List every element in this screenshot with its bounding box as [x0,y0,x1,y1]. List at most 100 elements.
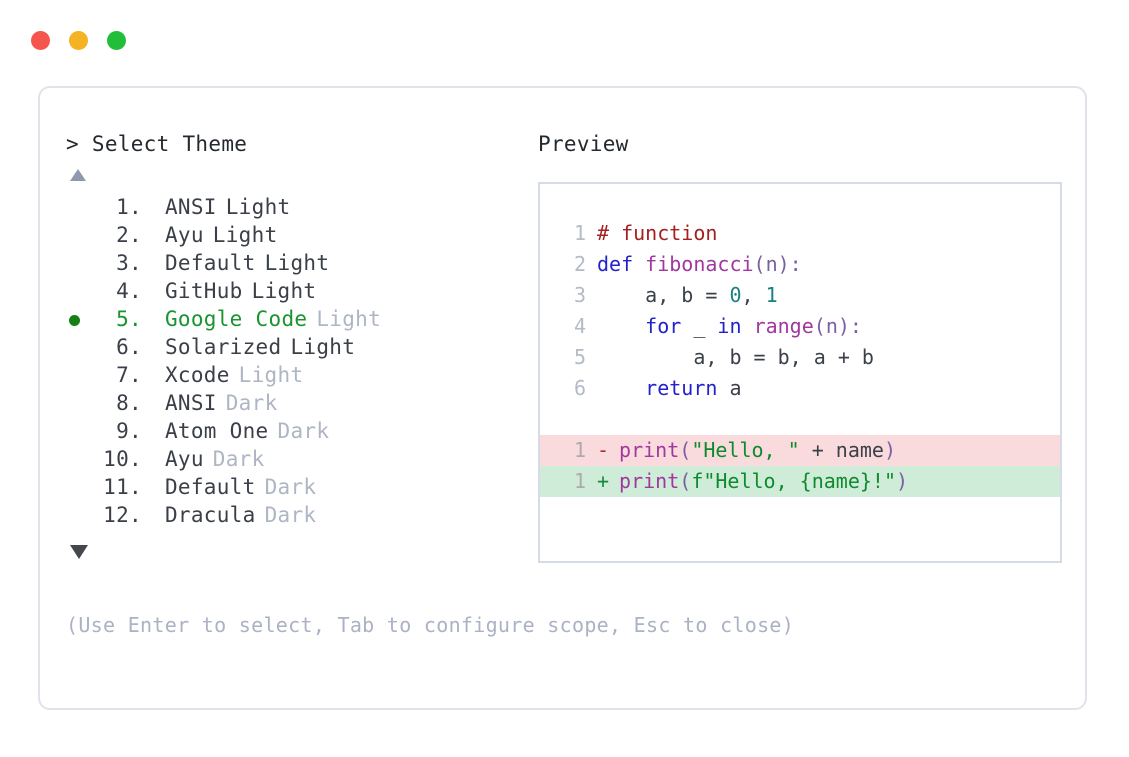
code-line-text: def fibonacci(n): [597,249,1060,280]
index-spacer [142,333,165,361]
code-token: a, b = b, a + b [597,345,874,369]
theme-item-variant: Light [212,223,278,247]
theme-item-variant: Light [225,195,291,219]
minimize-button[interactable] [69,31,88,50]
index-spacer [142,445,165,473]
theme-list-item[interactable]: 7. Xcode Light [66,361,536,389]
theme-item-variant: Light [238,363,304,387]
theme-item-index: 7. [116,363,142,387]
code-token: 1 [765,283,778,307]
selection-bullet-cell [66,419,96,447]
index-spacer [142,417,165,445]
close-button[interactable] [31,31,50,50]
page-title: > Select Theme [66,132,248,156]
code-token: ( [679,438,692,462]
theme-item-name: Xcode [164,363,230,387]
line-number: 3 [573,283,586,307]
code-token [597,376,645,400]
code-token: a [717,376,742,400]
index-spacer [142,249,165,277]
selection-bullet-cell [66,363,96,391]
code-line-text: print("Hello, " + name) [619,435,1060,466]
code-line-text: for _ in range(n): [597,311,1060,342]
code-token: (n): [813,314,862,338]
theme-item-variant: Dark [264,475,317,499]
code-token: def [597,252,646,276]
code-token: print [619,438,680,462]
theme-item-variant: Dark [225,391,278,415]
selection-bullet-cell [66,195,96,223]
theme-item-name: Ayu [164,223,204,247]
code-token: # function [597,221,718,245]
index-spacer [142,361,165,389]
code-line-text: a, b = 0, 1 [597,280,1060,311]
selection-bullet-cell [66,447,96,475]
code-token: (n): [753,252,802,276]
line-number: 2 [573,252,586,276]
theme-item-index: 12. [103,503,142,527]
theme-item-variant: Dark [212,447,265,471]
theme-item-index: 3. [116,251,142,275]
theme-item-variant: Light [290,335,356,359]
code-token [742,314,754,338]
code-token: fibonacci [645,252,754,276]
theme-item-name: Dracula [164,503,256,527]
theme-item-name: Google Code [164,307,308,331]
index-spacer [142,501,165,529]
selection-bullet-cell [66,279,96,307]
diff-sign: - [597,438,610,462]
selection-bullet-cell [66,335,96,363]
code-token [597,314,645,338]
code-line: 5 a, b = b, a + b [540,342,1060,373]
theme-item-index: 4. [116,279,142,303]
index-spacer [142,305,165,333]
code-line: 1# function [540,218,1060,249]
selection-bullet-cell [66,223,96,251]
diff-added-line: 1+print(f"Hello, {name}!") [540,466,1060,497]
index-spacer [142,277,165,305]
index-spacer [142,389,165,417]
theme-item-index: 11. [103,475,142,499]
code-line-text: return a [597,373,1060,404]
code-token: return [645,376,718,400]
index-spacer [142,473,165,501]
selection-bullet-cell [66,503,96,531]
code-token: for [645,314,682,338]
theme-item-name: Ayu [164,447,204,471]
triangle-up-icon[interactable] [70,169,86,181]
index-spacer [142,193,165,221]
selection-bullet-cell [66,251,96,279]
theme-item-name: ANSI [164,391,217,415]
triangle-down-icon[interactable] [70,545,88,559]
code-token: print [619,469,680,493]
maximize-button[interactable] [107,31,126,50]
code-line: 3 a, b = 0, 1 [540,280,1060,311]
theme-item-variant: Light [264,251,330,275]
theme-item-variant: Light [251,279,317,303]
theme-item-index: 6. [116,335,142,359]
line-number: 4 [573,314,586,338]
code-line: 4 for _ in range(n): [540,311,1060,342]
theme-item-variant: Light [316,307,382,331]
theme-item-variant: Dark [277,419,330,443]
line-number: 1 [573,469,586,493]
code-token: a, b = [597,283,730,307]
code-token: ( [679,469,692,493]
selected-bullet-icon [69,315,80,326]
